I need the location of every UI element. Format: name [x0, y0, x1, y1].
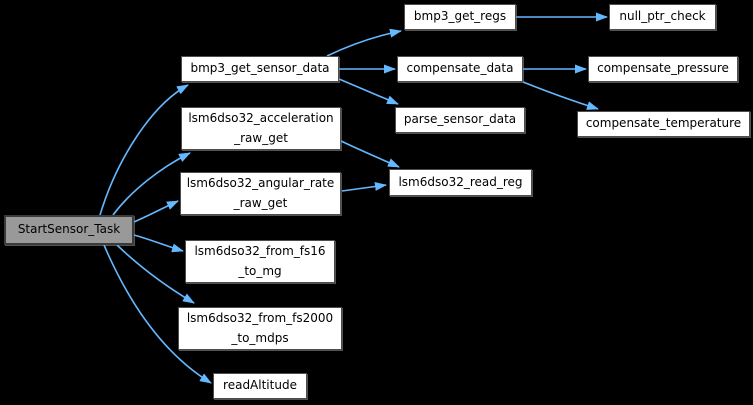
edge-startsensor-to-acceleration-raw-get	[112, 152, 191, 216]
node-lsm6dso32-from-fs16-to-mg[interactable]: lsm6dso32_from_fs16 _to_mg	[185, 240, 335, 283]
node-lsm6dso32-angular-rate-raw-get[interactable]: lsm6dso32_angular_rate _raw_get	[180, 172, 341, 215]
edge-compensate-data-to-compensate-temperature	[522, 81, 599, 110]
node-lsm6dso32-acceleration-raw-get[interactable]: lsm6dso32_acceleration _raw_get	[181, 107, 341, 150]
node-bmp3-get-regs[interactable]: bmp3_get_regs	[404, 4, 516, 30]
edge-startsensor-to-angular-rate-raw-get	[133, 200, 179, 223]
edge-startsensor-to-readaltitude	[103, 244, 212, 384]
node-lsm6dso32-from-fs2000-to-mdps[interactable]: lsm6dso32_from_fs2000 _to_mdps	[178, 307, 342, 350]
node-startsensor-task: StartSensor_Task	[4, 215, 134, 245]
node-readaltitude[interactable]: readAltitude	[213, 373, 307, 399]
edge-angular-rate-raw-get-to-read-reg	[341, 181, 387, 192]
edge-startsensor-to-from-fs2000-to-mdps	[116, 244, 195, 304]
edge-startsensor-to-bmp3-get-sensor-data	[99, 84, 189, 216]
node-compensate-data[interactable]: compensate_data	[397, 56, 523, 82]
node-bmp3-get-sensor-data[interactable]: bmp3_get_sensor_data	[181, 56, 339, 82]
node-compensate-pressure[interactable]: compensate_pressure	[588, 56, 738, 82]
node-compensate-temperature[interactable]: compensate_temperature	[577, 111, 750, 137]
edge-acceleration-raw-get-to-read-reg	[340, 140, 400, 168]
node-null-ptr-check[interactable]: null_ptr_check	[609, 4, 716, 30]
node-parse-sensor-data[interactable]: parse_sensor_data	[395, 107, 525, 133]
edge-bmp3-get-sensor-data-to-bmp3-get-regs	[326, 28, 402, 57]
edge-bmp3-get-sensor-data-to-parse-sensor-data	[338, 78, 399, 105]
node-lsm6dso32-read-reg[interactable]: lsm6dso32_read_reg	[389, 169, 532, 196]
edge-startsensor-to-from-fs16-to-mg	[133, 234, 184, 253]
